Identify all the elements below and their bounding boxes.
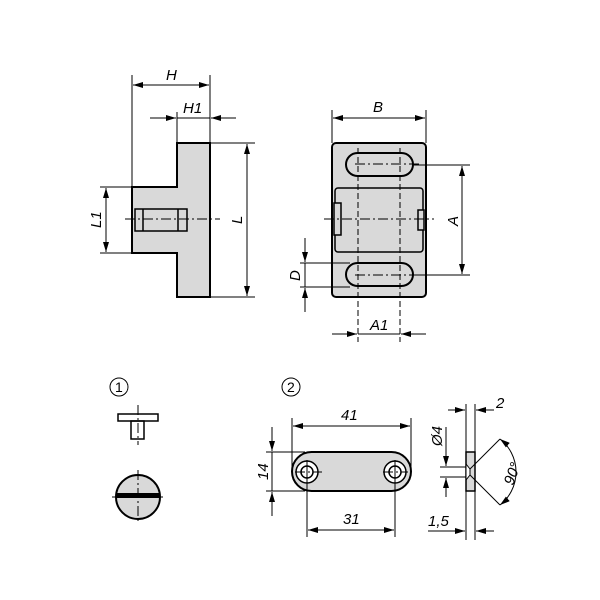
- detail-2-marker: 2: [287, 379, 295, 395]
- dim-A1: A1: [369, 317, 388, 334]
- side-view: H H1 L L1: [88, 67, 255, 298]
- detail-1-marker: 1: [115, 379, 123, 395]
- dim-H: H: [166, 67, 177, 84]
- dim-countersink-angle: 90°: [501, 460, 525, 487]
- dim-L1: L1: [88, 211, 105, 228]
- dim-hole-spacing: 31: [343, 511, 360, 528]
- dim-H1: H1: [183, 100, 202, 117]
- dim-B: B: [373, 99, 383, 116]
- detail-1-screw: 1: [109, 377, 165, 524]
- dim-length: 41: [341, 407, 358, 424]
- dim-countersink-depth: 1,5: [428, 513, 450, 530]
- dim-hole-diameter: Ø4: [429, 426, 446, 447]
- dim-L: L: [229, 216, 246, 224]
- dim-D: D: [287, 270, 304, 281]
- dim-A: A: [445, 216, 462, 227]
- front-view: B A D A1: [287, 99, 470, 342]
- detail-2-plate: 2 41 31 14 2 Ø4 90° 1,5: [255, 377, 525, 540]
- dim-width: 14: [255, 463, 272, 480]
- dim-thickness: 2: [495, 395, 505, 412]
